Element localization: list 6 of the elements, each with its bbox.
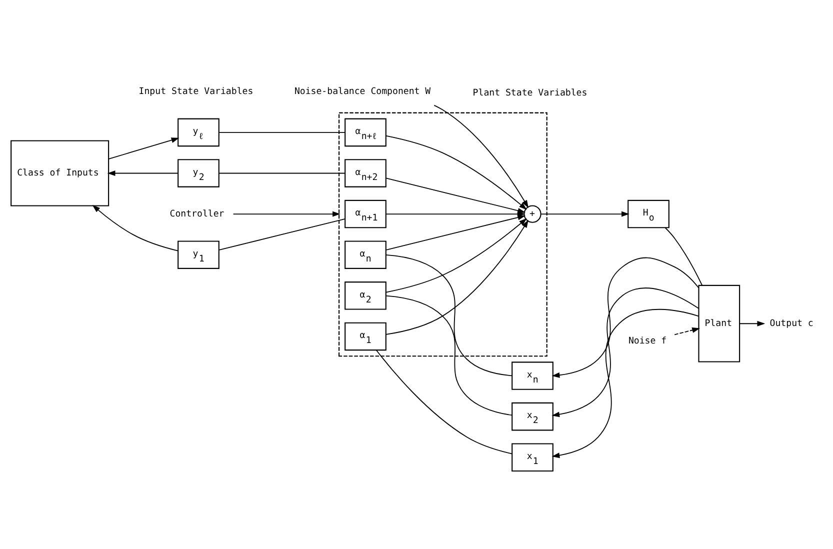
node-text: Controller bbox=[170, 209, 224, 220]
label: Input State Variables bbox=[138, 86, 254, 97]
label: Plant State Variables bbox=[472, 88, 588, 98]
node-text: Output c bbox=[770, 318, 814, 329]
node-text: Noise f bbox=[628, 336, 667, 346]
node-text: Noise-balance Component W bbox=[294, 86, 431, 97]
